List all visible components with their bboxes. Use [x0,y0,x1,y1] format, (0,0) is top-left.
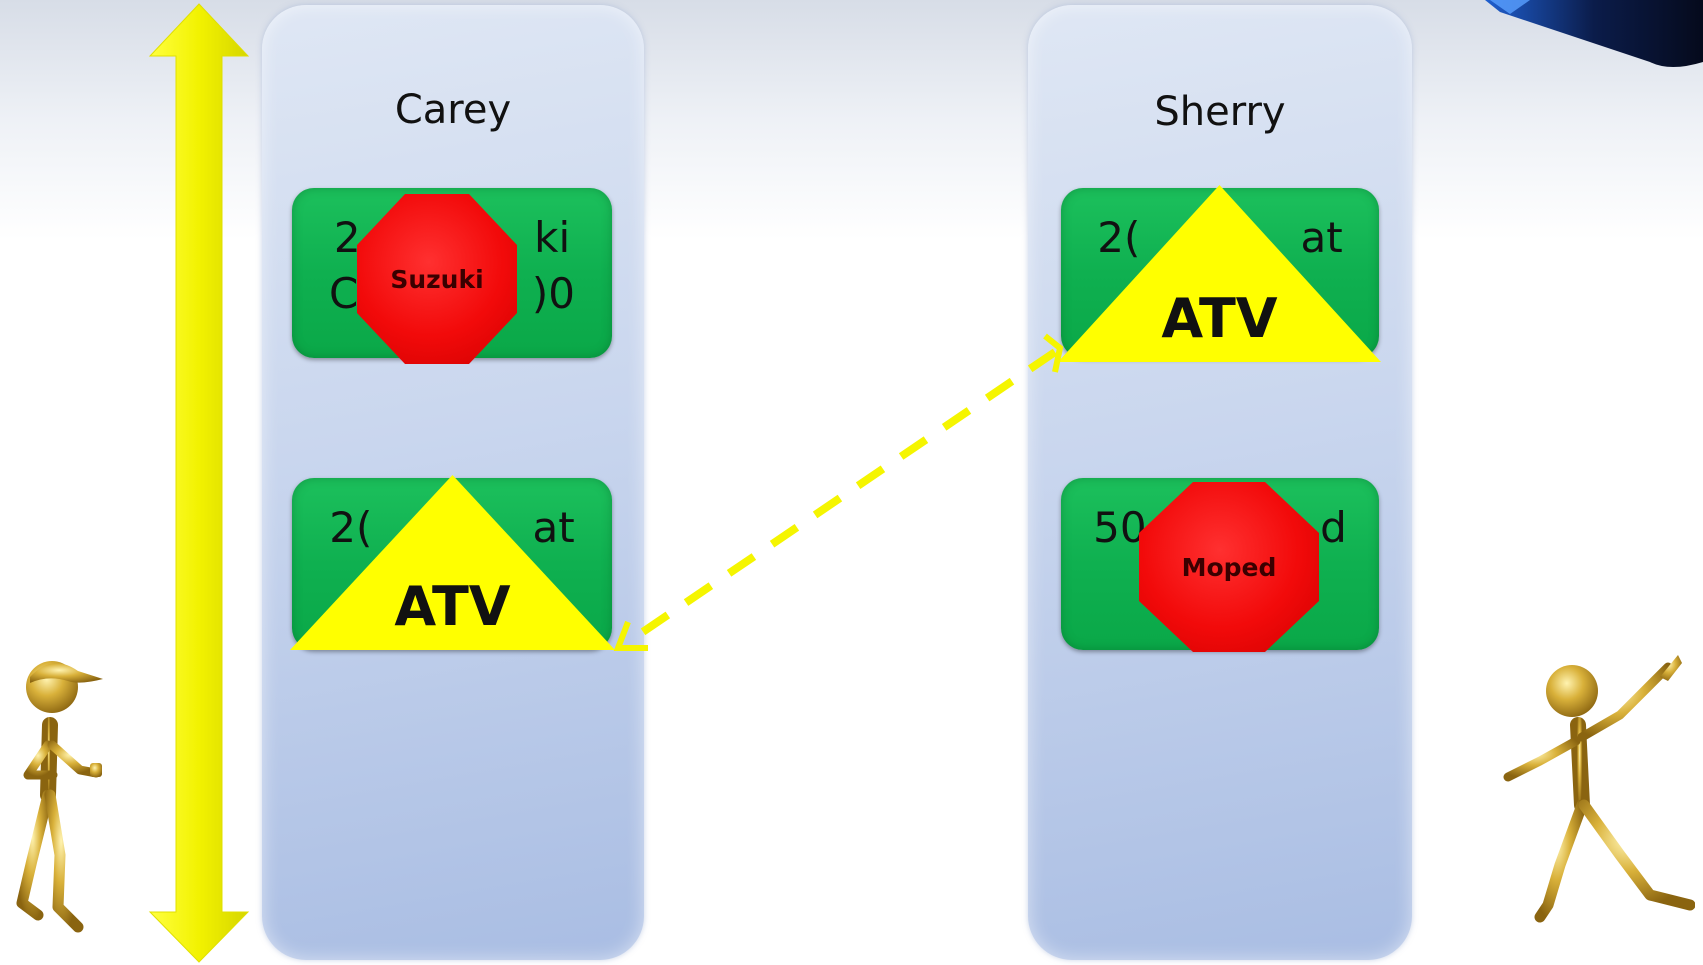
card-text: 2 ki C )0 [329,213,575,318]
card-text: 2( at [1091,210,1349,266]
column-title: Carey [394,87,512,133]
gold-figure-walking-icon [16,661,103,933]
vehicle-card: 50 d Moped [1061,478,1379,652]
column-title: Sherry [1154,89,1286,135]
gold-figure-pointing-icon [1503,655,1695,923]
card-text: 50 d [1093,503,1347,552]
swap-dashed-arrow [613,333,1064,651]
badge-label: Suzuki [390,264,484,294]
column-carey: Carey 2 ki C )0 Suzuki 2( at ATV [262,5,644,960]
stop-octagon-badge: Moped [1139,482,1319,652]
vehicle-card: 2 ki C )0 Suzuki [292,188,612,364]
stop-octagon-badge: Suzuki [357,194,517,364]
badge-label: ATV [1161,287,1278,350]
badge-label: ATV [394,575,511,638]
column-sherry: Sherry 2( at ATV 50 d Moped [1028,5,1412,960]
timeline-double-arrow [148,3,250,963]
badge-label: Moped [1181,552,1277,582]
card-text: 2( at [322,500,582,556]
corner-logo-icon [1485,0,1703,67]
